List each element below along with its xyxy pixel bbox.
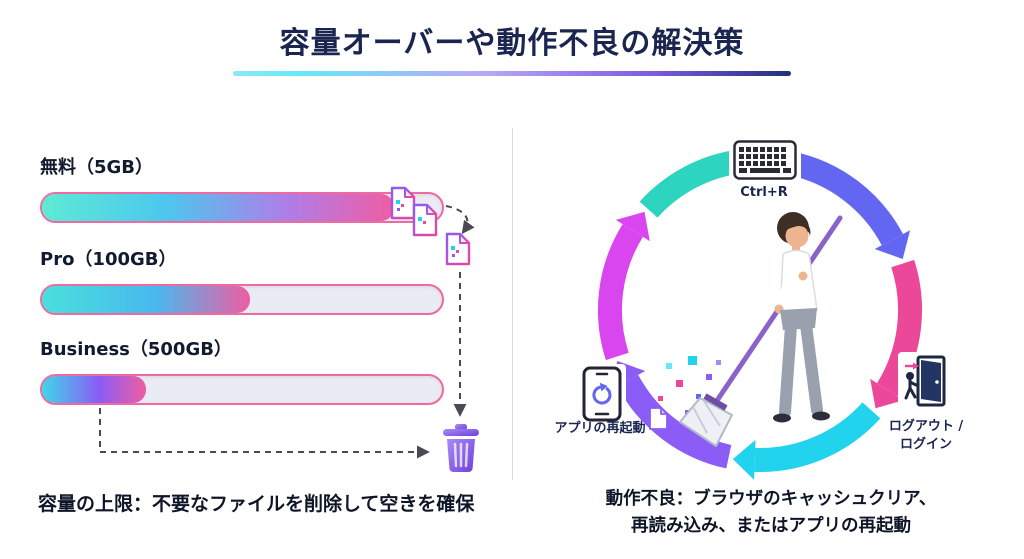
phone-restart-icon (582, 366, 622, 422)
app-restart-label: アプリの再起動 (554, 421, 646, 436)
capacity-caption: 容量の上限：不要なファイルを削除して空きを確保 (38, 493, 475, 515)
troubleshoot-caption-line2: 再読み込み、またはアプリの再起動 (631, 516, 911, 537)
title-underline (233, 71, 791, 76)
refresh-cycle-diagram (597, 141, 923, 480)
plan-label-free: 無料（5GB） (40, 157, 154, 178)
phone-chip (578, 364, 626, 428)
troubleshoot-caption: 動作不良：ブラウザのキャッシュクリア、 再読み込み、またはアプリの再起動 (522, 486, 1020, 540)
capacity-bar-pro (40, 284, 444, 315)
keyboard-icon (733, 140, 797, 180)
file-icon (412, 203, 438, 237)
logout-label-line2: ログイン (899, 436, 952, 452)
capacity-bar-business (40, 374, 444, 405)
logout-door-icon (904, 355, 946, 407)
reload-shortcut-label: Ctrl+R (740, 185, 788, 200)
logout-label-line1: ログアウト / (888, 419, 964, 434)
dashed-flow-arrows (99, 205, 475, 459)
keyboard-chip (729, 138, 801, 186)
capacity-bar-free (40, 192, 444, 223)
capacity-bar-business-fill (42, 376, 146, 403)
troubleshoot-caption-line1: 動作不良：ブラウザのキャッシュクリア、 (605, 489, 937, 509)
trash-icon (443, 424, 479, 473)
plan-label-pro: Pro（100GB） (40, 249, 177, 270)
panel-divider (512, 128, 513, 480)
cycle-arrows (597, 149, 923, 472)
debris-file-icon (649, 407, 668, 430)
door-chip (898, 352, 952, 414)
logout-login-label: ログアウト / ログイン (876, 418, 976, 453)
page-title: 容量オーバーや動作不良の解決策 (279, 26, 745, 61)
plan-label-business: Business（500GB） (40, 339, 232, 360)
person-sweeping-illustration (679, 212, 843, 447)
capacity-bar-pro-fill (42, 286, 250, 313)
capacity-bar-free-fill (42, 194, 394, 221)
header: 容量オーバーや動作不良の解決策 (0, 18, 1024, 76)
file-icon (445, 232, 471, 266)
